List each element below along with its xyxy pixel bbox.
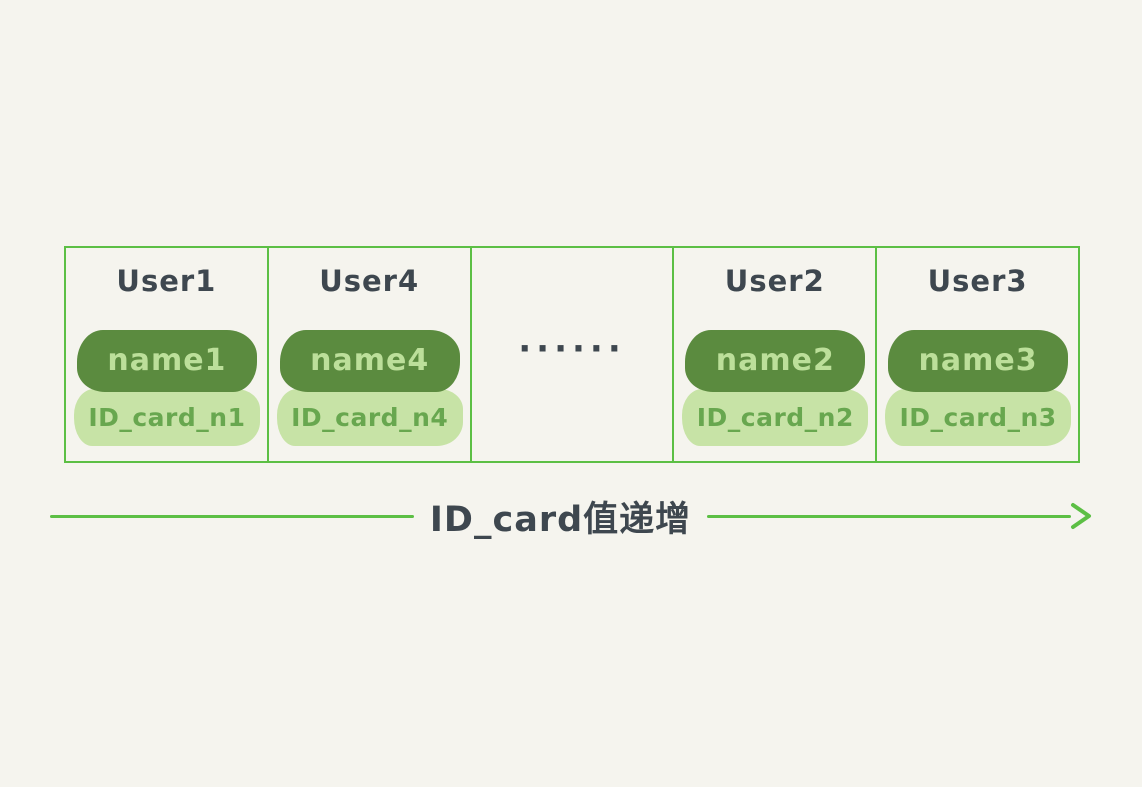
user-title: User2 <box>724 264 825 298</box>
user-title: User1 <box>116 264 217 298</box>
user-cell-3: User3 name3 ID_card_n3 <box>875 248 1078 461</box>
id-card-increase-arrow: ID_card值递增 <box>50 486 1094 546</box>
user-table: User1 name1 ID_card_n1 User4 name4 ID_ca… <box>64 246 1080 463</box>
id-card-pill: ID_card_n4 <box>276 389 463 446</box>
name-pill: name2 <box>685 330 866 392</box>
id-card-pill: ID_card_n1 <box>74 389 260 446</box>
id-card-pill: ID_card_n3 <box>885 389 1071 446</box>
ellipsis-cell: ······ <box>469 248 673 461</box>
user-title: User3 <box>927 264 1028 298</box>
arrow-head-icon <box>1071 503 1092 529</box>
ellipsis-dots: ······ <box>518 328 626 369</box>
user-title: User4 <box>319 264 420 298</box>
name-pill: name3 <box>888 330 1068 392</box>
user-cell-2: User2 name2 ID_card_n2 <box>672 248 875 461</box>
arrow-line-right <box>707 514 1072 518</box>
name-pill: name1 <box>77 330 257 392</box>
id-card-pill: ID_card_n2 <box>682 389 869 446</box>
user-cell-4: User4 name4 ID_card_n4 <box>266 248 470 461</box>
name-pill: name4 <box>279 330 460 392</box>
arrow-label: ID_card值递增 <box>429 499 692 540</box>
arrow-line-left <box>50 514 414 518</box>
user-cell-1: User1 name1 ID_card_n1 <box>66 248 267 461</box>
